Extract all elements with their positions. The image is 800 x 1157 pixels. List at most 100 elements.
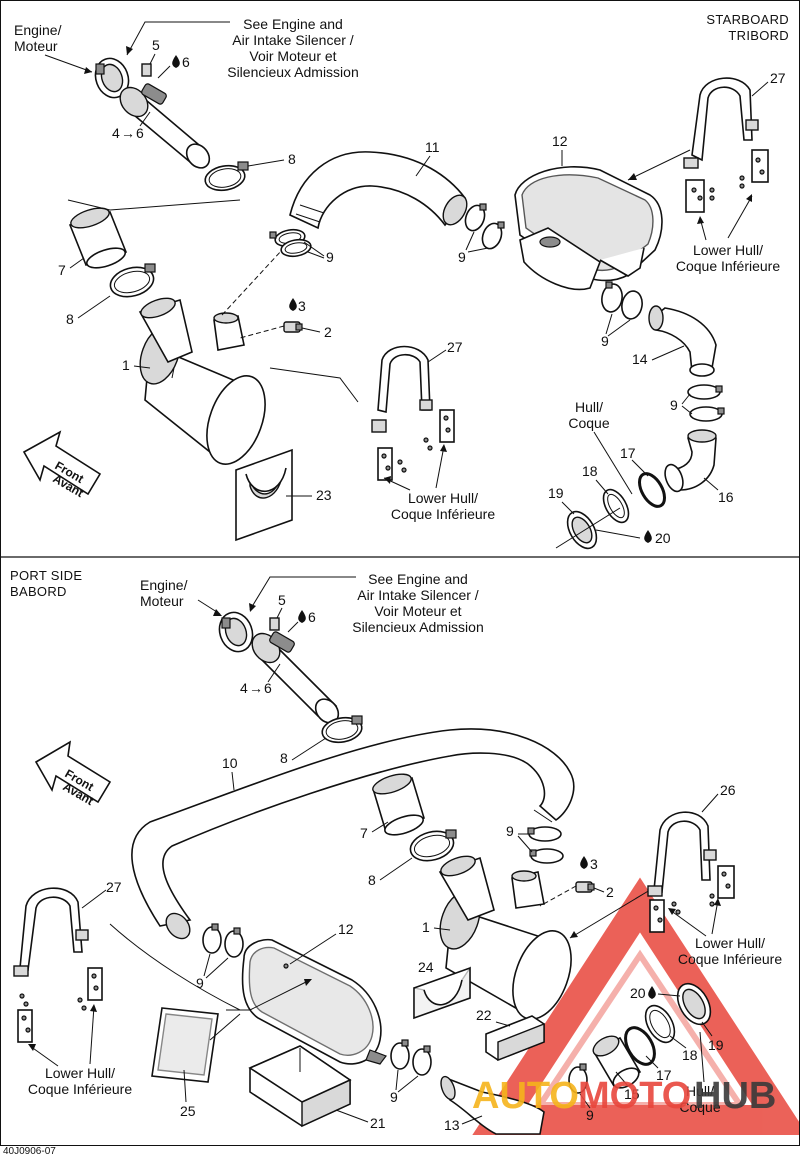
port-header-line1: PORT SIDE [10, 568, 82, 583]
starboard-base-line [555, 507, 621, 549]
starboard-see-leader [126, 21, 230, 56]
starboard-num-23: 23 [316, 487, 332, 503]
starboard-lead-11 [415, 155, 431, 177]
starboard-clamp-9b-pair [464, 203, 505, 250]
port-cradle-24 [413, 965, 471, 1020]
starboard-hull-b-l2: Coque Inférieure [391, 506, 496, 522]
starboard-num-5: 5 [152, 37, 160, 53]
port-num-24: 24 [418, 959, 434, 975]
port-header-line2: BABORD [10, 584, 67, 599]
starboard-see-l4: Silencieux Admission [227, 64, 359, 80]
starboard-hull-a-ah2 [746, 194, 752, 202]
port-section: PORT SIDE BABORD Engine/ Moteur See Engi… [10, 568, 783, 1135]
starboard-see-l1: See Engine and [243, 16, 343, 32]
starboard-hull-a-lead2 [727, 195, 753, 239]
starboard-num-16: 16 [718, 489, 734, 505]
starboard-see-arrowhead [126, 46, 133, 55]
starboard-engine-label-l1: Engine/ [14, 22, 62, 38]
port-oil-drop-6 [298, 610, 306, 623]
port-fitting-15 [592, 1035, 642, 1089]
port-lead-19 [701, 1021, 713, 1037]
port-num-9a: 9 [506, 823, 514, 839]
port-num-20: 20 [630, 985, 646, 1001]
starboard-lead-18 [595, 479, 609, 495]
starboard-clamp-9b [280, 238, 312, 258]
starboard-lead-9c2 [607, 319, 631, 337]
starboard-num-2: 2 [324, 324, 332, 340]
starboard-coupler-7 [68, 207, 128, 269]
starboard-num-20: 20 [655, 530, 671, 546]
port-lead-20 [657, 993, 681, 997]
port-lead-10 [231, 771, 235, 791]
starboard-num-9d: 9 [670, 397, 678, 413]
port-clamp-8b [409, 829, 457, 862]
port-pad-25 [151, 1007, 219, 1083]
port-num-21: 21 [370, 1115, 386, 1131]
starboard-engine-clamp [94, 57, 130, 99]
port-num-8b: 8 [368, 872, 376, 888]
starboard-clamp-8b [109, 263, 156, 298]
starboard-header-line1: STARBOARD [706, 12, 789, 27]
port-num-1: 1 [422, 919, 430, 935]
port-tube-13 [440, 1075, 545, 1135]
starboard-see-l3: Voir Moteur et [249, 48, 336, 64]
starboard-lead-20 [595, 529, 641, 539]
port-engine-l2: Moteur [140, 593, 184, 609]
starboard-lead-19 [561, 501, 575, 515]
port-num-4: 4 [240, 680, 248, 696]
starboard-lead-9a2 [307, 251, 325, 259]
port-see-l2: Air Intake Silencer / [357, 587, 478, 603]
port-clamp-8a [321, 715, 363, 744]
starboard-intake-tube [119, 83, 211, 169]
port-num-7: 7 [360, 825, 368, 841]
starboard-ring-18 [602, 488, 630, 524]
starboard-lead-9d1 [681, 393, 691, 405]
starboard-lead-27b [427, 349, 447, 363]
starboard-lead-9c1 [605, 313, 613, 335]
port-hull-a-l1: Lower Hull/ [45, 1065, 115, 1081]
port-lead-7 [371, 821, 389, 833]
port-lead-9c2 [397, 1075, 419, 1093]
starboard-num-4: 4 [112, 125, 120, 141]
starboard-header-line2: TRIBORD [728, 28, 789, 43]
port-num-12: 12 [338, 921, 354, 937]
starboard-oil-drop-3 [289, 298, 297, 311]
port-lead-26 [701, 793, 719, 813]
port-lead-17 [645, 1055, 659, 1069]
starboard-elbow-16 [664, 429, 717, 493]
port-num-27: 27 [106, 879, 122, 895]
port-hull-b-lead1 [669, 909, 707, 937]
starboard-dash-to-hose [221, 249, 283, 316]
port-box-ah [304, 979, 312, 986]
starboard-num-11: 11 [425, 139, 440, 155]
port-hull-l2: Coque [679, 1099, 720, 1115]
port-num-17: 17 [656, 1067, 672, 1083]
starboard-lead-9a1 [303, 241, 325, 257]
port-see-l4: Silencieux Admission [352, 619, 484, 635]
starboard-clamp-9d-pair [687, 384, 725, 422]
port-hull-b-l2: Coque Inférieure [678, 951, 783, 967]
starboard-engine-label-l2: Moteur [14, 38, 58, 54]
starboard-lead-8b [77, 295, 111, 319]
port-see-lead [249, 576, 356, 611]
starboard-hull-a-l1: Lower Hull/ [693, 242, 763, 258]
port-clamp-9d [568, 1063, 588, 1094]
port-strap-27 [13, 887, 103, 1043]
starboard-cradle-23 [235, 448, 293, 542]
port-drain-fitting-2 [575, 881, 595, 893]
port-lead-4-6 [267, 663, 281, 683]
starboard-lead-1 [133, 365, 151, 369]
starboard-ring-19 [566, 510, 598, 550]
starboard-hull-l2: Coque [568, 415, 609, 431]
port-num-4-6-b: 6 [264, 680, 272, 696]
starboard-oil-drop-20 [644, 530, 652, 543]
port-strap-26 [647, 811, 735, 933]
starboard-hose-11 [289, 151, 468, 230]
starboard-hull-b-lead2 [435, 445, 445, 489]
starboard-dash-drain [239, 325, 285, 339]
starboard-clamp-8a [204, 161, 249, 192]
starboard-num-9c: 9 [601, 333, 609, 349]
starboard-see-l2: Air Intake Silencer / [232, 32, 353, 48]
starboard-hull-a-ah1 [697, 216, 704, 224]
port-lead-22 [495, 1021, 511, 1027]
